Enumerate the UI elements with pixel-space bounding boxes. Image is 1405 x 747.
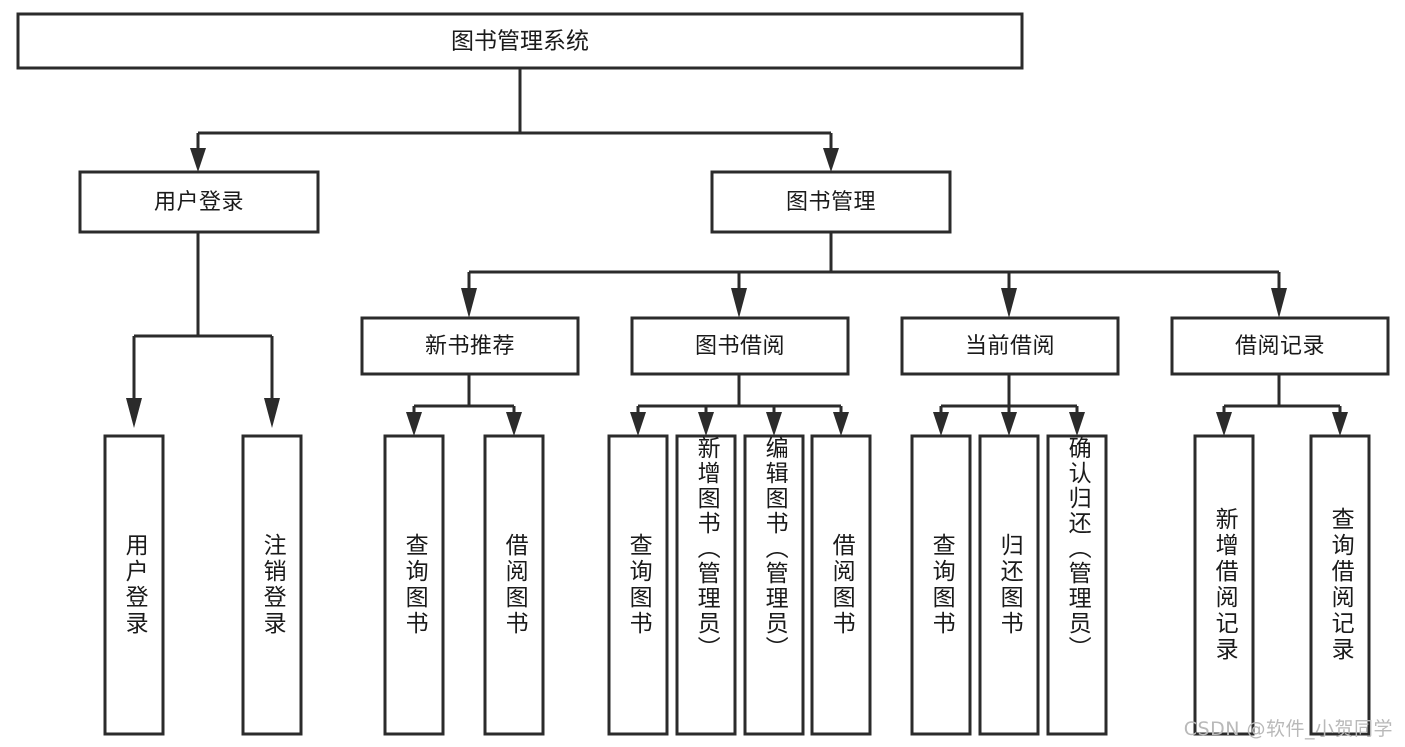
node-book-management-box[interactable]: [710, 170, 952, 234]
arrow-head-leaf-user-logout: [264, 398, 280, 428]
connector-group-borrow-record: [1216, 374, 1348, 436]
arrow-head-new-book-recommend: [461, 288, 477, 318]
arrow-head-leaf-confirm-return: [1069, 412, 1085, 436]
connector-group-user-login: [126, 232, 280, 428]
arrow-head-book-management: [823, 148, 839, 172]
node-root-label: 图书管理系统: [451, 29, 589, 55]
node-current-borrow-label: 当前借阅: [965, 334, 1055, 359]
arrow-head-user-login: [190, 148, 206, 172]
leaf-add-book-box[interactable]: [675, 434, 737, 736]
node-book-management-label: 图书管理: [786, 190, 876, 215]
leaf-query-record-box[interactable]: [1309, 434, 1371, 736]
arrow-head-leaf-query-book-2: [630, 412, 646, 436]
node-new-book-recommend-label: 新书推荐: [425, 334, 515, 359]
arrow-head-leaf-add-record: [1216, 412, 1232, 436]
leaf-query-book-2-box[interactable]: [607, 434, 669, 736]
csdn-watermark: CSDN @软件_小贺同学: [1183, 718, 1393, 740]
arrow-head-leaf-user-login: [126, 398, 142, 428]
connector-group-current-borrow: [933, 374, 1085, 436]
connector-group-book-management: [461, 232, 1287, 318]
leaf-borrow-book-2-box[interactable]: [810, 434, 872, 736]
arrow-head-leaf-query-book-1: [406, 412, 422, 436]
arrow-head-leaf-borrow-book-2: [833, 412, 849, 436]
node-book-borrow-box[interactable]: [630, 316, 850, 376]
arrow-head-book-borrow: [731, 288, 747, 318]
leaf-borrow-book-1-box[interactable]: [483, 434, 545, 736]
node-user-login-label: 用户登录: [154, 190, 244, 215]
arrow-head-leaf-query-record: [1332, 412, 1348, 436]
node-book-borrow-label: 图书借阅: [695, 334, 785, 359]
arrow-head-leaf-borrow-book-1: [506, 412, 522, 436]
connector-group-new-book-recommend: [406, 374, 522, 436]
leaf-return-book-box[interactable]: [978, 434, 1040, 736]
node-current-borrow-box[interactable]: [900, 316, 1120, 376]
arrow-head-current-borrow: [1001, 288, 1017, 318]
arrow-head-leaf-add-book: [698, 412, 714, 436]
arrow-head-leaf-edit-book: [766, 412, 782, 436]
connector-group-book-borrow: [630, 374, 849, 436]
arrow-head-leaf-return-book: [1001, 412, 1017, 436]
leaf-confirm-return-box[interactable]: [1046, 434, 1108, 736]
leaf-add-record-box[interactable]: [1193, 434, 1255, 736]
node-new-book-recommend-box[interactable]: [360, 316, 580, 376]
leaf-query-book-1-box[interactable]: [383, 434, 445, 736]
connector-group-root: [190, 68, 839, 172]
arrow-head-leaf-query-book-3: [933, 412, 949, 436]
leaf-user-logout-box[interactable]: [241, 434, 303, 736]
leaf-edit-book-box[interactable]: [743, 434, 805, 736]
leaf-query-book-3-box[interactable]: [910, 434, 972, 736]
node-borrow-record-box[interactable]: [1170, 316, 1390, 376]
arrow-head-borrow-record: [1271, 288, 1287, 318]
node-root-box[interactable]: [16, 12, 1024, 70]
leaf-user-login-box[interactable]: [103, 434, 165, 736]
node-user-login-box[interactable]: [78, 170, 320, 234]
node-borrow-record-label: 借阅记录: [1235, 334, 1325, 359]
